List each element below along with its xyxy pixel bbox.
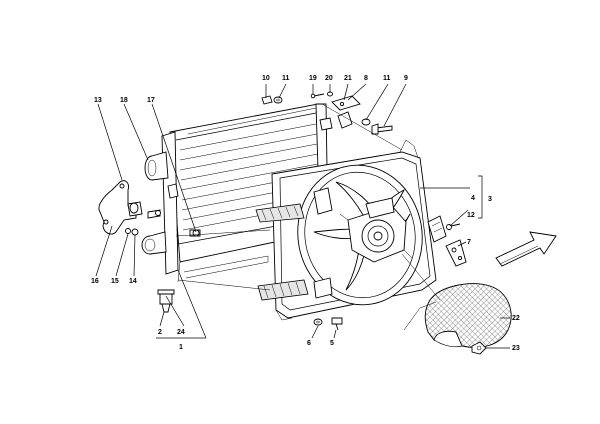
screw-12	[446, 223, 461, 230]
label-21: 21	[344, 75, 352, 82]
label-1: 1	[179, 344, 183, 351]
bolt-5	[331, 317, 343, 331]
radiator-outlet-pipe	[141, 231, 167, 255]
callout-labels: 13 18 17 16 15 14 2 24 1 10 11 19 20 21 …	[91, 75, 520, 352]
label-15: 15	[111, 278, 119, 285]
rubber-mount-11	[337, 111, 353, 129]
nut-14	[131, 228, 139, 236]
label-9: 9	[404, 75, 408, 82]
label-13: 13	[94, 97, 102, 104]
direction-arrow-icon	[495, 231, 557, 267]
bolt-19	[310, 93, 325, 99]
shroud-flap-upper	[255, 203, 305, 223]
label-23: 23	[512, 345, 520, 352]
label-8: 8	[364, 75, 368, 82]
label-4: 4	[471, 195, 475, 202]
washer-6	[313, 318, 323, 326]
label-19: 19	[309, 75, 317, 82]
mounting-bracket	[98, 180, 143, 235]
label-3: 3	[488, 196, 492, 203]
label-17: 17	[147, 97, 155, 104]
radiator-inlet-pipe	[144, 151, 169, 181]
clip-17	[167, 183, 179, 199]
label-11-right: 11	[383, 75, 391, 82]
nut-10	[261, 95, 273, 105]
label-20: 20	[325, 75, 333, 82]
top-bracket-small	[319, 117, 333, 131]
washer-15	[125, 228, 131, 234]
label-10: 10	[262, 75, 270, 82]
washer-11-top	[273, 96, 283, 104]
label-24: 24	[177, 329, 185, 336]
washer-20	[327, 91, 333, 97]
drain-plug	[157, 289, 175, 313]
label-14: 14	[129, 278, 137, 285]
label-2: 2	[158, 329, 162, 336]
label-5: 5	[330, 340, 334, 347]
label-16: 16	[91, 278, 99, 285]
washer-11-right	[361, 118, 371, 126]
label-11-top: 11	[282, 75, 290, 82]
shroud-strut	[313, 187, 333, 299]
duct-cover	[424, 283, 512, 348]
label-6: 6	[307, 340, 311, 347]
label-18: 18	[120, 97, 128, 104]
resistor-block	[427, 215, 447, 243]
label-7: 7	[467, 239, 471, 246]
bracket-8	[331, 95, 361, 111]
fan-motor-hub	[339, 197, 413, 263]
clip-left	[147, 209, 161, 219]
label-12: 12	[467, 212, 475, 219]
leader-lines	[95, 83, 510, 349]
label-22: 22	[512, 315, 520, 322]
nut-23	[471, 341, 487, 355]
bolt-9	[371, 123, 393, 135]
shroud-flap-lower	[257, 279, 309, 301]
bracket-7	[445, 239, 467, 267]
